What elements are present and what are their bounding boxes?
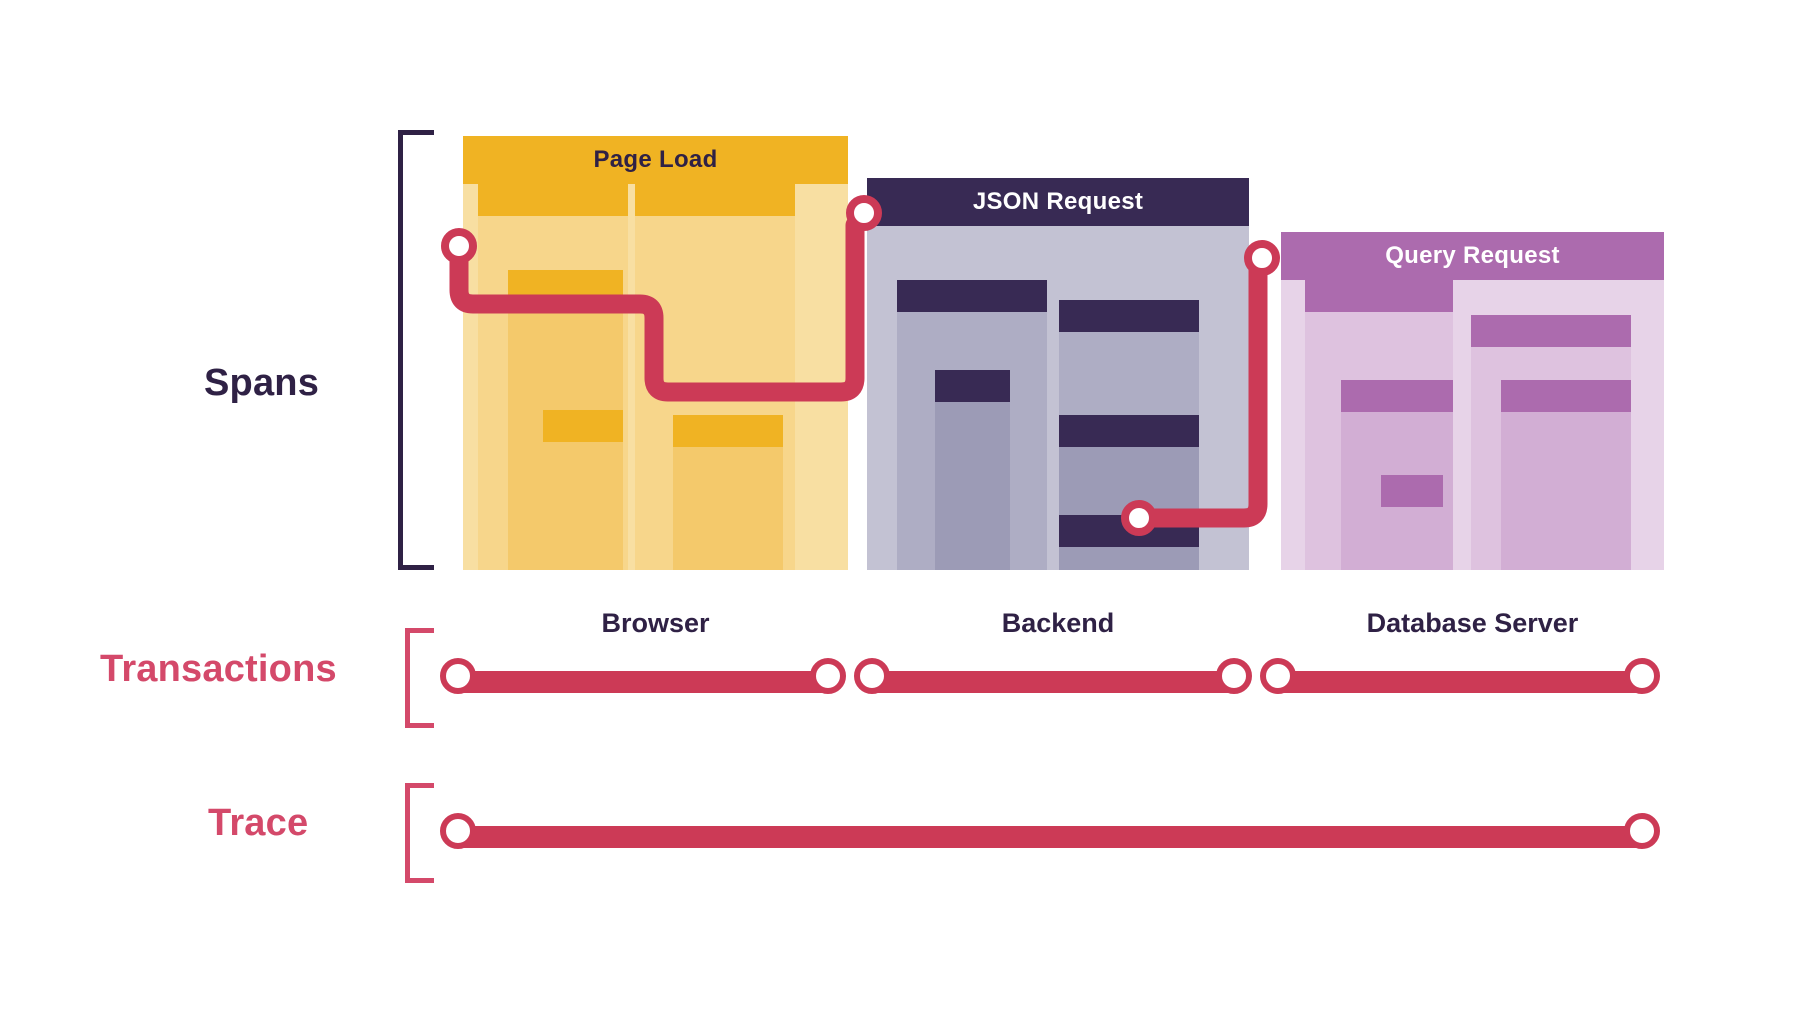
span-cap	[635, 184, 795, 216]
spans-row-label: Spans	[204, 362, 320, 404]
transaction-node-database-start[interactable]	[1260, 658, 1296, 694]
span-cap	[478, 184, 628, 216]
span-cap	[543, 410, 623, 442]
span-bar[interactable]	[673, 415, 783, 570]
span-group-backend[interactable]: JSON Request	[867, 178, 1249, 570]
database-span-body	[1281, 280, 1664, 570]
trace-node-start[interactable]	[440, 813, 476, 849]
transaction-node-browser-end[interactable]	[810, 658, 846, 694]
connector-node-database-entry	[1244, 240, 1280, 276]
browser-span-body	[463, 184, 848, 570]
transaction-bar-database[interactable]	[1272, 671, 1648, 693]
span-group-browser[interactable]: Page Load	[463, 136, 848, 570]
backend-span-body	[867, 226, 1249, 570]
transaction-node-browser-start[interactable]	[440, 658, 476, 694]
database-group-header: Query Request	[1281, 232, 1664, 280]
span-cap	[1059, 300, 1199, 332]
transaction-bar-backend[interactable]	[866, 671, 1240, 693]
transaction-node-database-end[interactable]	[1624, 658, 1660, 694]
trace-bar[interactable]	[452, 826, 1648, 848]
tier-label-browser: Browser	[601, 608, 710, 638]
span-cap	[897, 280, 1047, 312]
span-bar[interactable]	[543, 410, 623, 570]
span-cap	[1305, 280, 1453, 312]
browser-group-header: Page Load	[463, 136, 848, 184]
span-cap	[935, 370, 1010, 402]
span-cap	[1059, 415, 1199, 447]
transactions-row-label: Transactions	[100, 648, 337, 690]
span-bar[interactable]	[1059, 515, 1199, 570]
transactions-bracket	[405, 628, 434, 728]
tier-label-backend: Backend	[1001, 608, 1115, 638]
span-cap	[1059, 515, 1199, 547]
trace-node-end[interactable]	[1624, 813, 1660, 849]
span-bar[interactable]	[935, 370, 1010, 570]
backend-group-header: JSON Request	[867, 178, 1249, 226]
span-cap	[508, 270, 623, 302]
transaction-node-backend-end[interactable]	[1216, 658, 1252, 694]
span-cap	[1381, 475, 1443, 507]
trace-bracket	[405, 783, 434, 883]
trace-row-label: Trace	[208, 802, 309, 844]
transaction-bar-browser[interactable]	[452, 671, 834, 693]
transaction-node-backend-start[interactable]	[854, 658, 890, 694]
span-cap	[1501, 380, 1631, 412]
span-cap	[1471, 315, 1631, 347]
span-cap	[1341, 380, 1453, 412]
span-bar[interactable]	[1501, 380, 1631, 570]
span-bar[interactable]	[1381, 475, 1443, 570]
spans-bracket	[398, 130, 434, 570]
span-group-database[interactable]: Query Request	[1281, 232, 1664, 570]
span-cap	[673, 415, 783, 447]
tier-label-database: Database Server	[1366, 608, 1579, 638]
